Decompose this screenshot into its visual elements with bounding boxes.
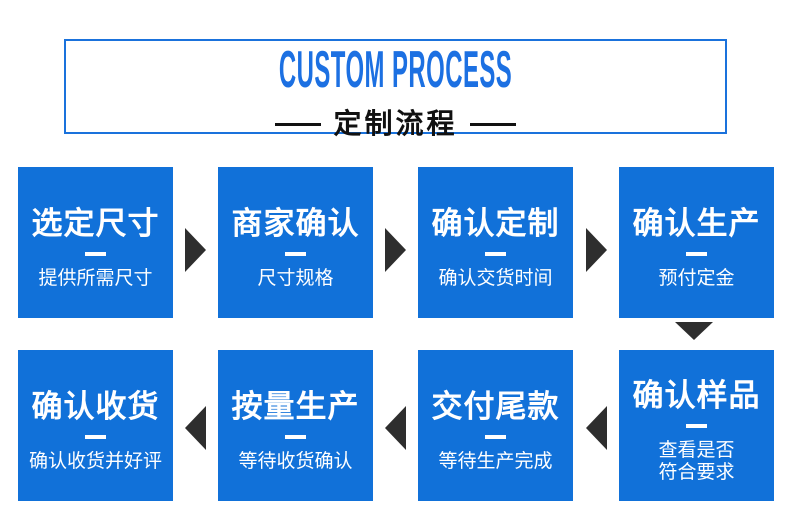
subtitle-dash-left: [275, 122, 322, 126]
step-pay-balance: 交付尾款 等待生产完成: [418, 350, 573, 501]
arrow-right-icon: [385, 228, 406, 272]
step-divider: [285, 251, 306, 256]
step-divider: [285, 434, 306, 439]
step-subtitle: 确认交货时间: [438, 267, 553, 289]
step-title: 选定尺寸: [31, 205, 160, 241]
arrow-right-icon: [586, 228, 607, 272]
header-banner: CUSTOM PROCESS 定制流程: [64, 39, 727, 139]
step-divider: [485, 434, 506, 439]
subtitle-dash-right: [469, 122, 516, 126]
arrow-down-icon: [675, 322, 713, 340]
step-subtitle: 尺寸规格: [257, 267, 334, 289]
step-confirm-sample: 确认样品 查看是否 符合要求: [619, 350, 774, 501]
arrow-left-icon: [185, 406, 206, 450]
step-subtitle: 查看是否 符合要求: [658, 439, 735, 483]
step-divider: [85, 251, 106, 256]
step-confirm-production: 确认生产 预付定金: [619, 167, 774, 318]
step-subtitle: 提供所需尺寸: [38, 267, 153, 289]
step-title: 确认生产: [632, 205, 761, 241]
step-title: 商家确认: [231, 205, 360, 241]
arrow-left-icon: [586, 406, 607, 450]
step-subtitle: 确认收货并好评: [28, 450, 162, 472]
step-divider: [85, 434, 106, 439]
step-select-size: 选定尺寸 提供所需尺寸: [18, 167, 173, 318]
step-subtitle: 预付定金: [658, 267, 735, 289]
step-subtitle: 等待收货确认: [238, 450, 353, 472]
header-title: CUSTOM PROCESS: [278, 41, 513, 99]
arrow-left-icon: [385, 406, 406, 450]
step-title: 按量生产: [231, 388, 360, 424]
step-divider: [485, 251, 506, 256]
step-title: 确认定制: [431, 205, 560, 241]
header-title-row: CUSTOM PROCESS: [66, 41, 725, 108]
step-subtitle: 等待生产完成: [438, 450, 553, 472]
step-title: 确认收货: [31, 388, 160, 424]
step-merchant-confirm: 商家确认 尺寸规格: [218, 167, 373, 318]
step-confirm-customization: 确认定制 确认交货时间: [418, 167, 573, 318]
step-divider: [686, 251, 707, 256]
step-title: 交付尾款: [431, 388, 560, 424]
step-production-by-quantity: 按量生产 等待收货确认: [218, 350, 373, 501]
step-confirm-receipt: 确认收货 确认收货并好评: [18, 350, 173, 501]
step-title: 确认样品: [632, 377, 761, 413]
header-subtitle-row: 定制流程: [66, 109, 725, 139]
header-subtitle: 定制流程: [333, 108, 458, 139]
arrow-right-icon: [185, 228, 206, 272]
step-divider: [686, 423, 707, 428]
